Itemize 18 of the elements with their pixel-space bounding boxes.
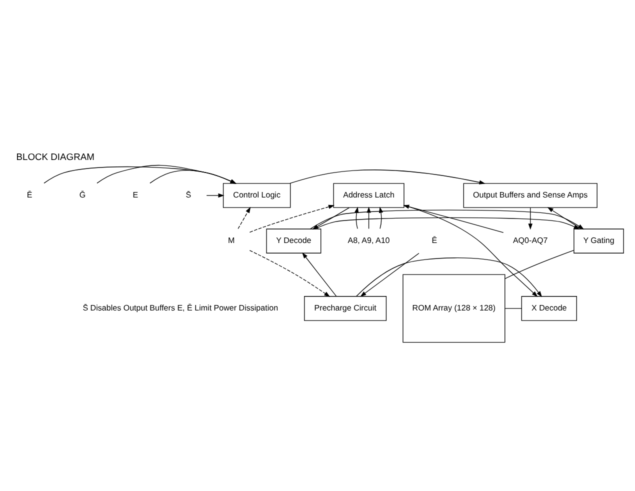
arrow [360, 252, 420, 296]
arrow [378, 206, 384, 229]
arrow [238, 206, 251, 229]
arrow [356, 257, 542, 297]
arrow [314, 216, 580, 229]
arrow [354, 206, 359, 229]
arrow [404, 204, 538, 297]
arrow [366, 206, 371, 229]
arrow [206, 192, 224, 198]
arrow [547, 206, 582, 229]
diagram-title: BLOCK DIAGRAM [16, 151, 94, 162]
arrow [403, 204, 504, 232]
arrow [302, 252, 337, 296]
arrow [249, 250, 330, 296]
arrow [290, 169, 486, 184]
arrow [528, 206, 532, 230]
connector [504, 250, 574, 279]
arrow [249, 204, 335, 232]
